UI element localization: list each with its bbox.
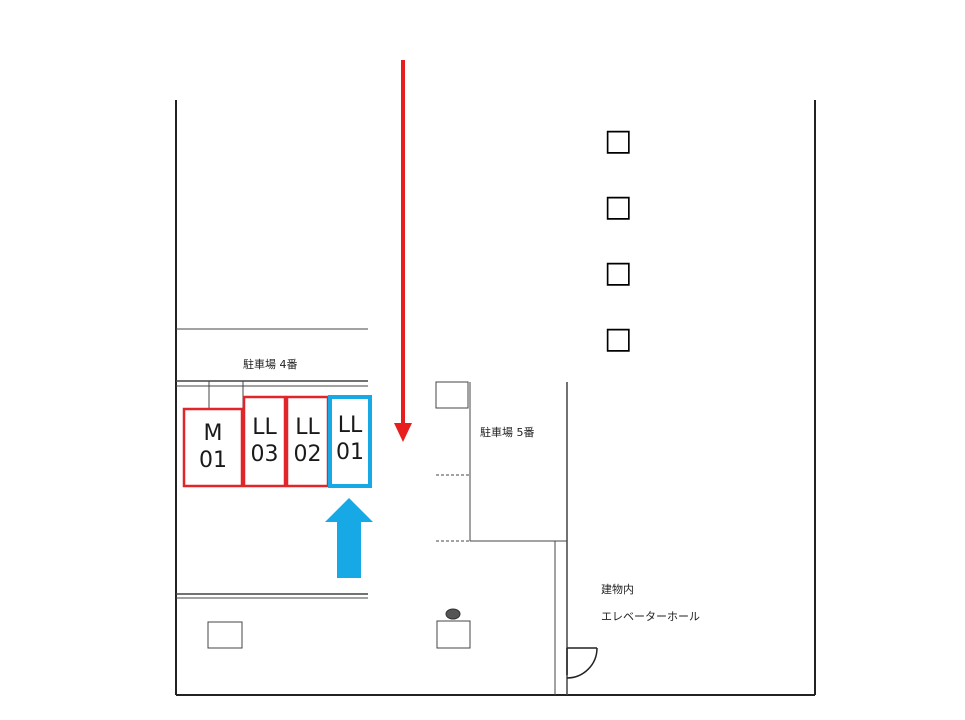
- slot-ll03-box[interactable]: [242, 395, 287, 488]
- vertical-title-char: □: [604, 123, 633, 158]
- slot-ll03-label: LL 03: [250, 415, 279, 467]
- fixtures: [207, 608, 471, 649]
- vertical-title: □ □ □ □: [604, 123, 633, 390]
- slot-ll01-box[interactable]: [328, 395, 372, 488]
- parking-4-label: 駐車場 4番: [243, 358, 298, 371]
- building-inside-label: 建物内: [601, 583, 634, 596]
- slot-ll02-box[interactable]: [285, 395, 330, 488]
- elevator-hall-label: エレベーターホール: [601, 610, 700, 623]
- target-arrow: [325, 498, 373, 578]
- entry-arrow: [394, 60, 412, 442]
- slot-m01-box[interactable]: [182, 407, 244, 488]
- parking-5-label: 駐車場 5番: [480, 426, 535, 439]
- vertical-title-char: □: [604, 321, 633, 356]
- slot-ll01-label: LL 01: [336, 413, 364, 465]
- building-walls: [175, 100, 816, 696]
- slot-m01-label: M 01: [199, 421, 227, 473]
- parking-4-lines: [176, 328, 368, 599]
- vertical-title-char: □: [604, 189, 633, 224]
- vertical-title-char: □: [604, 255, 633, 290]
- slot-ll02-label: LL 02: [293, 415, 322, 467]
- door-icon: [566, 647, 598, 679]
- parking-5-lines: [435, 381, 568, 695]
